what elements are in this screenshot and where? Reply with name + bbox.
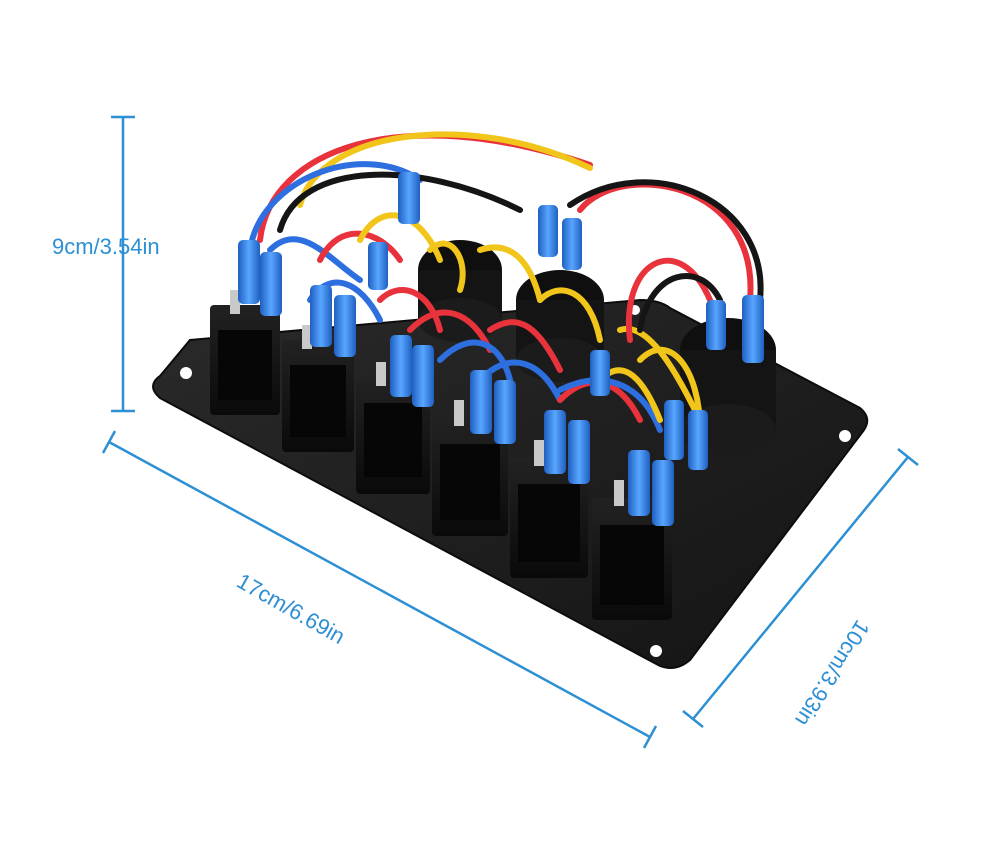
rocker-switch (282, 325, 354, 452)
rocker-switch (592, 480, 672, 620)
dimension-height-line (111, 115, 135, 413)
mounting-hole (650, 645, 662, 657)
mounting-hole (839, 430, 851, 442)
height-dimension-label: 9cm/3.54in (52, 234, 160, 259)
blue-connectors (238, 172, 764, 526)
rocker-switch (510, 440, 588, 578)
rocker-switches (210, 290, 672, 620)
rocker-switch (432, 400, 508, 536)
wiring-harness (247, 131, 764, 433)
rocker-switch (356, 362, 430, 494)
dimension-depth-line (682, 448, 919, 728)
mounting-hole (180, 367, 192, 379)
dimension-width-line (101, 430, 658, 749)
rocker-switch (210, 290, 280, 415)
